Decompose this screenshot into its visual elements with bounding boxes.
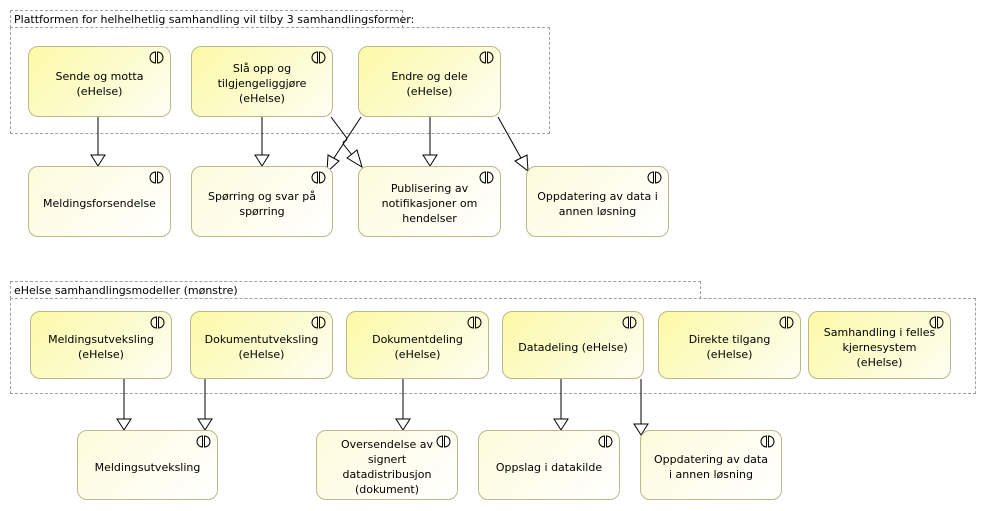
target-sporring[interactable]: Spørring og svar på spørring <box>191 166 333 237</box>
arrowhead <box>90 154 106 167</box>
model-target-oppslag[interactable]: Oppslag i datakilde <box>478 430 620 500</box>
business-interaction-icon <box>149 171 164 184</box>
model-direkte-tilgang[interactable]: Direkte tilgang (eHelse) <box>658 311 801 379</box>
platform-form-slaa-opp[interactable]: Slå opp og tilgjengeliggjøre (eHelse) <box>191 46 333 117</box>
target-meldingsforsendelse[interactable]: Meldingsforsendelse <box>28 166 171 237</box>
arrowhead <box>254 154 270 167</box>
model-dokumentdeling[interactable]: Dokumentdeling (eHelse) <box>346 311 489 379</box>
model-felles-kjernesystem[interactable]: Samhandling i felles kjernesystem (eHels… <box>808 311 951 379</box>
models-group[interactable] <box>10 298 976 394</box>
business-interaction-icon <box>150 316 165 329</box>
model-label: Direkte tilgang (eHelse) <box>688 333 771 361</box>
business-interaction-icon <box>647 171 662 184</box>
model-target-oppdatering[interactable]: Oppdatering av data i annen løsning <box>640 430 782 500</box>
business-interaction-icon <box>311 51 326 64</box>
business-interaction-icon <box>479 171 494 184</box>
arrowhead <box>422 154 438 167</box>
arrowhead <box>346 149 363 169</box>
arrowhead <box>514 154 529 173</box>
arrowhead <box>633 423 649 436</box>
target-label: Spørring og svar på spørring <box>208 189 316 218</box>
target-label: Publisering av notifikasjoner om hendels… <box>381 182 478 225</box>
model-label: Datadeling (eHelse) <box>518 340 628 354</box>
target-label: Meldingsforsendelse <box>43 197 156 210</box>
connector-endre-to-oppdatering <box>497 116 522 159</box>
business-interaction-icon <box>479 51 494 64</box>
model-meldingsutveksling[interactable]: Meldingsutveksling (eHelse) <box>30 311 172 379</box>
business-interaction-icon <box>622 316 637 329</box>
business-interaction-icon <box>760 435 775 448</box>
business-interaction-icon <box>929 316 944 329</box>
model-target-meldingsutveksling[interactable]: Meldingsutveksling <box>77 430 218 500</box>
business-interaction-icon <box>149 51 164 64</box>
model-label: Dokumentutveksling (eHelse) <box>204 333 319 361</box>
connector-endre-to-sporring <box>333 116 362 159</box>
business-interaction-icon <box>311 316 326 329</box>
business-interaction-icon <box>311 171 326 184</box>
model-target-label: Oversendelse av signert datadistribusjon… <box>341 438 433 496</box>
arrowhead <box>553 418 569 431</box>
platform-form-sende-og-motta[interactable]: Sende og motta (eHelse) <box>28 46 171 117</box>
model-target-label: Oppdatering av data i annen løsning <box>654 453 768 481</box>
arrowhead <box>116 418 132 431</box>
target-label: Oppdatering av data i annen løsning <box>537 189 658 218</box>
models-group-label: eHelse samhandlingsmodeller (mønstre) <box>14 284 238 297</box>
platform-group[interactable] <box>10 27 550 134</box>
business-interaction-icon <box>467 316 482 329</box>
target-oppdatering[interactable]: Oppdatering av data i annen løsning <box>526 166 669 237</box>
target-publisering[interactable]: Publisering av notifikasjoner om hendels… <box>358 166 501 237</box>
platform-form-endre-og-dele[interactable]: Endre og dele (eHelse) <box>358 46 501 117</box>
business-interaction-icon <box>436 435 451 448</box>
platform-group-label: Plattformen for helhelhetlig samhandling… <box>14 13 415 26</box>
business-interaction-icon <box>598 435 613 448</box>
model-dokumentutveksling[interactable]: Dokumentutveksling (eHelse) <box>190 311 333 379</box>
model-target-oversendelse[interactable]: Oversendelse av signert datadistribusjon… <box>316 430 458 500</box>
arrowhead <box>326 154 340 174</box>
model-target-label: Meldingsutveksling <box>94 460 201 474</box>
business-interaction-icon <box>779 316 794 329</box>
platform-group-title: Plattformen for helhelhetlig samhandling… <box>10 10 414 28</box>
model-label: Samhandling i felles kjernesystem (eHels… <box>823 325 936 369</box>
model-label: Meldingsutveksling (eHelse) <box>48 333 154 361</box>
arrowhead <box>197 418 213 431</box>
model-target-label: Oppslag i datakilde <box>495 460 603 474</box>
model-datadeling[interactable]: Datadeling (eHelse) <box>502 311 644 379</box>
platform-form-label: Slå opp og tilgjengeliggjøre (eHelse) <box>217 62 307 105</box>
platform-form-label: Sende og motta (eHelse) <box>55 69 144 98</box>
platform-form-label: Endre og dele (eHelse) <box>391 69 468 98</box>
arrowhead <box>395 418 411 431</box>
business-interaction-icon <box>196 435 211 448</box>
model-label: Dokumentdeling (eHelse) <box>372 333 463 361</box>
models-group-title: eHelse samhandlingsmodeller (mønstre) <box>10 281 701 299</box>
